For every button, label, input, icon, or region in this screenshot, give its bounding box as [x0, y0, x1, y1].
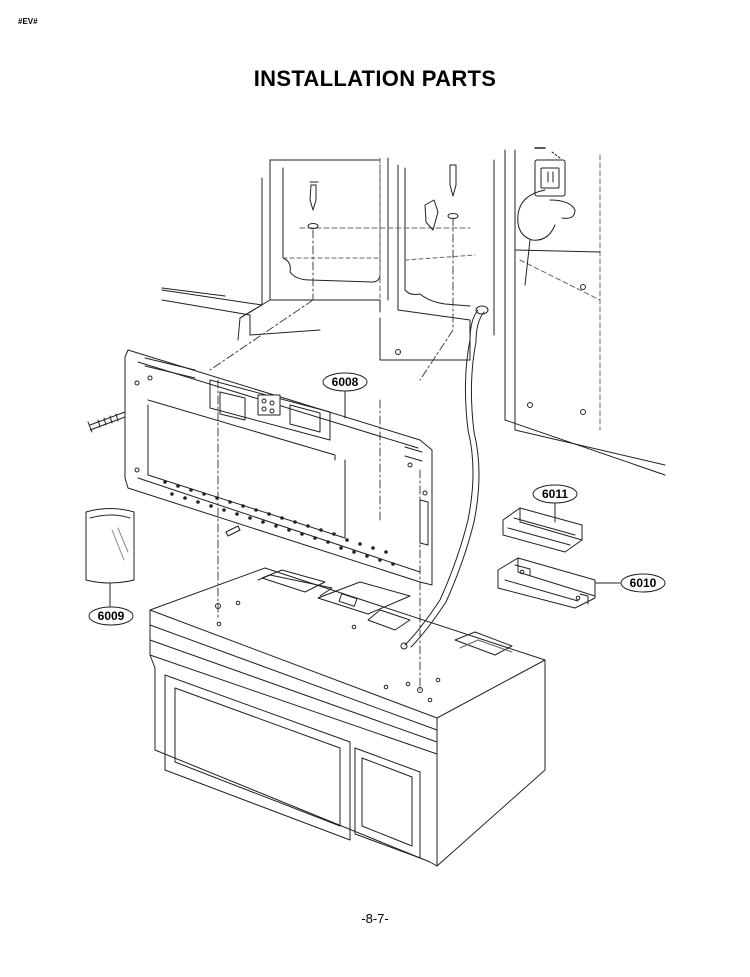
label-6008: 6008: [332, 375, 359, 389]
exhaust-adapter: [497, 557, 596, 609]
page-title: INSTALLATION PARTS: [253, 66, 497, 91]
small-screw: [225, 525, 241, 537]
label-6011: 6011: [542, 487, 568, 501]
toggle-bolt: [87, 411, 126, 433]
callout-6008: [322, 372, 368, 419]
power-cord: [404, 189, 576, 648]
label-6009: 6009: [98, 609, 125, 623]
callout-6009: [88, 606, 134, 626]
label-6010: 6010: [630, 576, 657, 590]
document-code: #EV#: [18, 17, 38, 26]
upper-cabinets: [161, 149, 506, 421]
side-wall: [504, 149, 666, 476]
page-number: -8-7-: [361, 911, 389, 926]
callout-6011: [532, 484, 578, 521]
mounting-plate: [124, 349, 433, 586]
template-sheet: [85, 508, 135, 608]
exhaust-damper: [502, 502, 583, 553]
microwave-oven: [149, 567, 546, 867]
cabinet-screws: [307, 164, 459, 231]
power-outlet: [534, 147, 566, 197]
callout-6010: [595, 573, 666, 593]
